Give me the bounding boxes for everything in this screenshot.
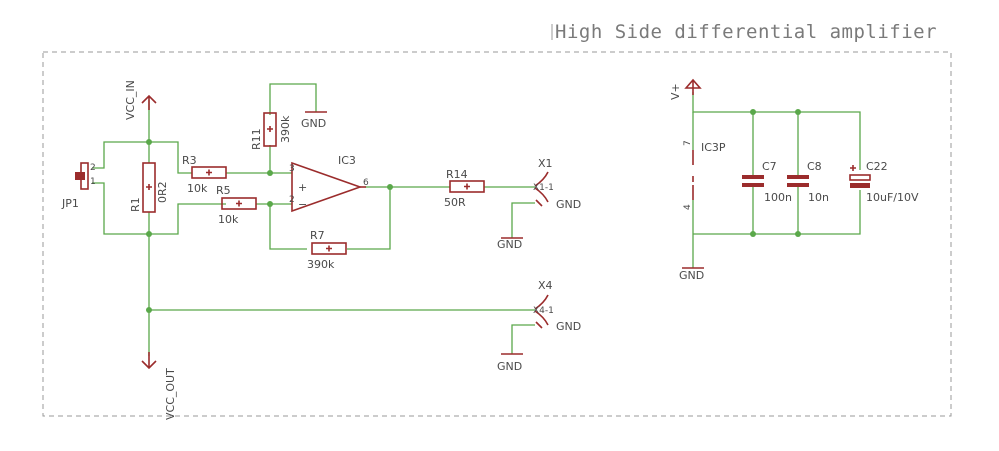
ic3p-pin4: 4 bbox=[683, 204, 693, 210]
r1-resistor: R1 0R2 bbox=[129, 162, 169, 213]
c22-name: C22 bbox=[866, 160, 888, 173]
jp1-jumper: 2 1 JP1 bbox=[61, 162, 96, 210]
r3-name: R3 bbox=[182, 154, 197, 167]
jp1-pin1: 1 bbox=[90, 177, 96, 187]
r5-name: R5 bbox=[216, 184, 231, 197]
gnd-label: GND bbox=[301, 117, 326, 130]
ic3p-pin7: 7 bbox=[683, 140, 693, 146]
ic3-pin3: 3 bbox=[289, 164, 295, 174]
r5-resistor: R5 10k bbox=[216, 184, 257, 226]
gnd-label: GND bbox=[497, 360, 522, 373]
x4-pin: X4-1 bbox=[533, 306, 554, 316]
junction-dot bbox=[750, 231, 756, 237]
ic3-opamp: + − 3 2 6 IC3 bbox=[289, 154, 369, 213]
vcc-in-supply: VCC_IN bbox=[124, 80, 157, 120]
x4-gnd: GND bbox=[556, 320, 581, 333]
ic3-pin6: 6 bbox=[363, 178, 369, 188]
x1-pin: X1-1 bbox=[533, 183, 554, 193]
vplus-supply: V+ bbox=[669, 78, 702, 100]
junction-dot bbox=[387, 184, 393, 190]
r14-name: R14 bbox=[446, 168, 468, 181]
r1-name: R1 bbox=[129, 197, 142, 212]
x4-connector: X4 X4-1 GND bbox=[533, 279, 581, 333]
ic3-pin2: 2 bbox=[289, 195, 295, 205]
junction-dot bbox=[146, 139, 152, 145]
c8-name: C8 bbox=[807, 160, 822, 173]
ic3-minus-sign: − bbox=[298, 198, 307, 211]
r7-name: R7 bbox=[310, 229, 325, 242]
c22-value: 10uF/10V bbox=[866, 191, 919, 204]
gnd-power: GND bbox=[679, 267, 704, 282]
sheet-frame bbox=[42, 51, 952, 417]
x1-connector: X1 X1-1 GND bbox=[533, 157, 581, 211]
ic3-name: IC3 bbox=[338, 154, 356, 167]
x1-gnd: GND bbox=[556, 198, 581, 211]
junctions bbox=[146, 109, 801, 313]
x4-name: X4 bbox=[538, 279, 553, 292]
r3-resistor: R3 10k bbox=[182, 154, 227, 195]
r3-value: 10k bbox=[187, 182, 208, 195]
r11-resistor: R11 390k bbox=[250, 112, 292, 150]
r7-value: 390k bbox=[307, 258, 335, 271]
c8-capacitor: C8 10n bbox=[787, 160, 829, 204]
gnd-label: GND bbox=[679, 269, 704, 282]
junction-dot bbox=[146, 307, 152, 313]
vcc-in-label: VCC_IN bbox=[124, 80, 137, 120]
vcc-out-supply: VCC_OUT bbox=[141, 352, 177, 420]
gnd-x4: GND bbox=[497, 353, 523, 373]
c7-capacitor: C7 100n bbox=[742, 160, 792, 204]
junction-dot bbox=[267, 201, 273, 207]
vplus-label: V+ bbox=[669, 83, 682, 100]
r1-value: 0R2 bbox=[156, 181, 169, 203]
ic3-plus-sign: + bbox=[298, 181, 307, 194]
gnd-label: GND bbox=[497, 238, 522, 251]
c7-name: C7 bbox=[762, 160, 777, 173]
c22-capacitor: C22 10uF/10V bbox=[849, 160, 919, 204]
x1-name: X1 bbox=[538, 157, 553, 170]
junction-dot bbox=[146, 231, 152, 237]
r14-resistor: R14 50R bbox=[444, 168, 485, 209]
c7-value: 100n bbox=[764, 191, 792, 204]
r11-name: R11 bbox=[250, 128, 263, 150]
r14-value: 50R bbox=[444, 196, 466, 209]
gnd-x1: GND bbox=[497, 237, 523, 251]
r5-value: 10k bbox=[218, 213, 239, 226]
vcc-out-label: VCC_OUT bbox=[164, 368, 177, 420]
junction-dot bbox=[267, 170, 273, 176]
jp1-pin2: 2 bbox=[90, 163, 96, 173]
ic3p-power: 7 4 IC3P bbox=[683, 140, 726, 210]
r7-resistor: R7 390k bbox=[307, 229, 347, 271]
wires bbox=[92, 83, 861, 356]
jp1-name: JP1 bbox=[61, 197, 79, 210]
c8-value: 10n bbox=[808, 191, 829, 204]
junction-dot bbox=[795, 109, 801, 115]
gnd-r11: GND bbox=[301, 111, 327, 130]
junction-dot bbox=[795, 231, 801, 237]
sheet-title: High Side differential amplifier bbox=[555, 21, 937, 43]
r11-value: 390k bbox=[279, 115, 292, 143]
junction-dot bbox=[750, 109, 756, 115]
ic3p-name: IC3P bbox=[701, 141, 726, 154]
